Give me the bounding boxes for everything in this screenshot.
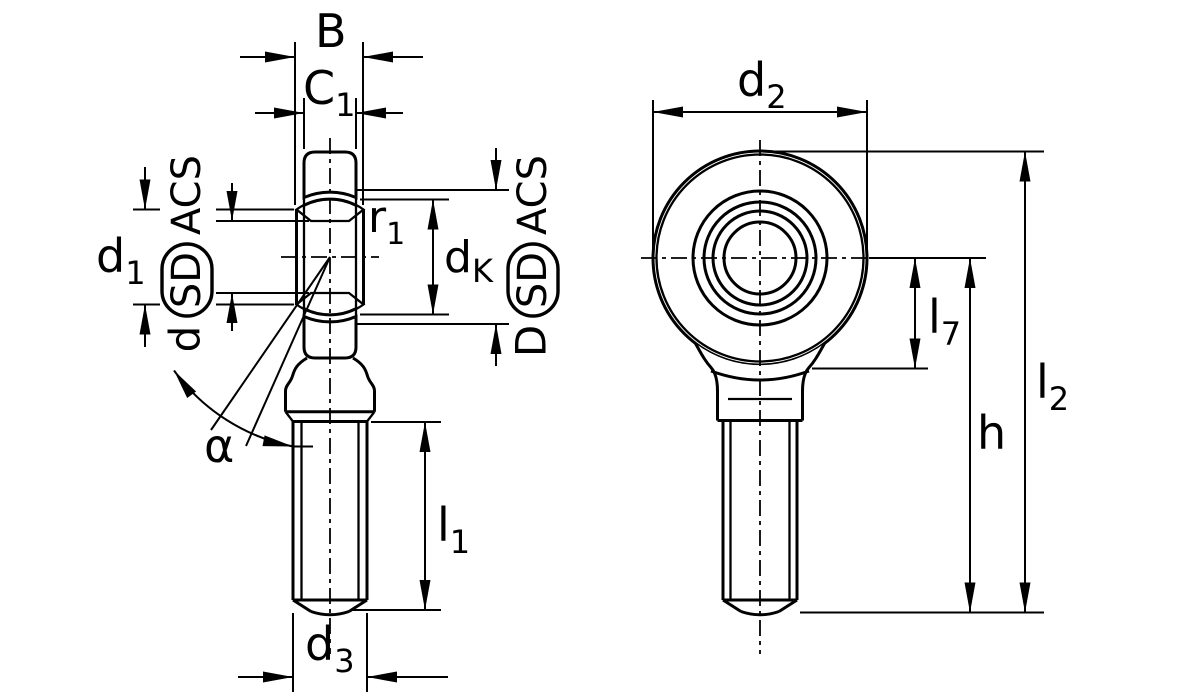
label-h: h [977,406,1006,460]
label-C1: C1 [303,61,355,124]
dimension-h: h [964,258,1006,613]
dimension-D-outer: ACS SD D [357,148,560,366]
label-r1: r1 [368,192,405,252]
dimension-d1: d1 [96,167,294,347]
head-neck-edge-arc [710,369,810,382]
side-section-view: B C1 d1 [96,4,560,692]
dimension-l2: l2 [1019,151,1069,613]
front-neck-outline-right [801,342,826,421]
dimension-B: B [240,4,423,205]
shank-tip-arc [310,610,350,617]
ball-section-top [294,197,366,223]
dimension-alpha: α [169,256,331,473]
front-shank-chamfer-right [778,598,798,613]
label-B: B [315,4,347,58]
label-D-right: D [507,325,556,357]
label-acs-right: ACS [510,155,556,235]
front-shank-chamfer-left [722,598,742,613]
label-acs-left: ACS [164,155,210,235]
label-d-left: d [161,326,210,353]
shank-chamfer-left [292,598,312,613]
sd-badge-right [506,242,560,318]
dimension-l1: l1 [351,421,470,611]
sd-badge-left [160,242,214,318]
dimension-dK: dK [360,198,494,316]
label-l1: l1 [437,498,470,561]
dimension-d-bore: ACS SD d [160,155,309,353]
label-alpha: α [204,419,234,473]
dimension-d2: d2 [652,53,868,262]
dimension-l7: l7 [909,258,961,369]
label-l7: l7 [928,290,961,353]
label-d2: d2 [737,53,787,116]
label-sd-right: SD [510,252,556,308]
label-dK: dK [444,232,494,290]
label-d1: d1 [96,229,146,292]
dimension-d3: d3 [238,613,448,692]
dimension-C1: C1 [255,61,403,149]
label-sd-left: SD [164,252,210,308]
neck-outline-left [284,356,308,412]
label-l2: l2 [1036,355,1069,418]
front-neck-outline-left [694,342,719,421]
collar-chamfer-right [366,411,376,423]
front-view: d2 l7 h l2 [641,53,1069,654]
neck-outline-right [352,356,376,412]
label-d3: d3 [305,617,355,680]
collar-chamfer-left [284,411,294,423]
